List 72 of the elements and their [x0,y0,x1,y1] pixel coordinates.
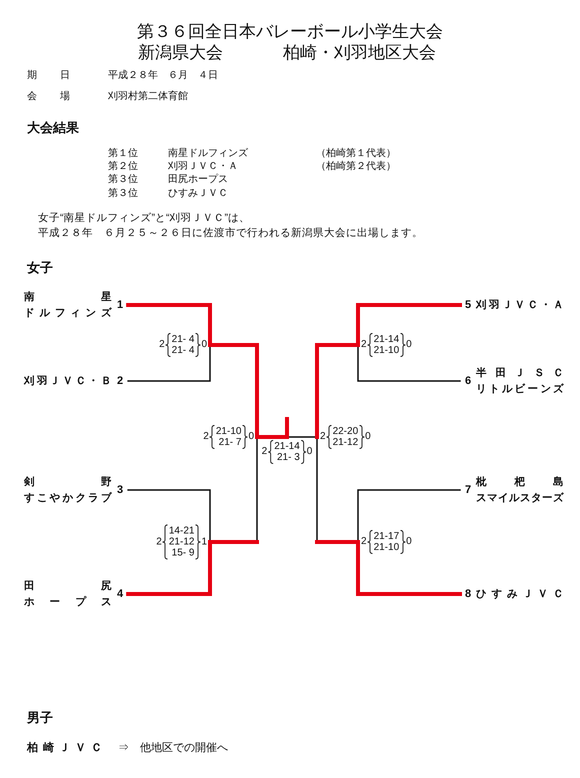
team-name: ひすみＪＶＣ [476,587,564,602]
team-name: 南星ドルフィンズ [168,148,248,160]
qualification-note: （柏崎第１代表） [316,148,396,160]
field-value: 刈羽村第二体育館 [108,91,188,104]
qualification-note: （柏崎第２代表） [316,161,396,174]
field-label: 期日 [27,70,70,82]
team-name: 半田ＪＳＣリトルビーンズ [476,366,564,397]
set-count: 2 [262,446,268,458]
set-count: 0 [406,339,412,351]
set-count: 0 [365,431,371,443]
set-score: 21-12 [332,437,358,448]
title: 第３６回全日本バレーボール小学生大会 [137,21,443,42]
seed-number: 1 [117,298,124,312]
rank-label: 第３位 [108,174,138,186]
set-score: 21-10 [374,345,400,356]
subtitle: 新潟県大会 [138,42,223,64]
set-count: 0 [248,431,254,443]
section-heading: 女子 [27,260,53,276]
set-score: 21-10 [216,426,242,437]
set-count: 2 [320,431,326,443]
set-score: 14-21 [168,526,194,536]
rank-label: 第３位 [108,188,138,200]
team-name: 刈羽ＪＶＣ・Ａ [168,161,238,174]
result-note: 柏崎ＪＶＣ ⇒ 他地区での開催へ [27,742,228,756]
team-name: 田尻ホープス [168,174,228,186]
set-score: 21-17 [374,531,400,542]
notice-text: 女子“南星ドルフィンズ”と“刈羽ＪＶＣ”は、平成２８年 ６月２５～２６日に佐渡市で行われる新潟県大会に出場します。 [38,211,423,241]
rank-label: 第１位 [108,148,138,160]
set-score: 21- 7 [218,437,242,448]
set-count: 0 [406,536,412,548]
bracket-line [127,344,211,382]
seed-number: 6 [465,374,472,388]
set-count: 2 [361,536,367,548]
set-count: 2 [361,339,367,351]
set-score: 22-20 [332,426,358,437]
bracket-line [357,489,461,543]
set-count: 0 [201,339,207,351]
set-score: 21-10 [374,542,400,553]
set-score: 21-14 [374,334,400,345]
set-score: 21- 4 [172,345,194,356]
seed-number: 2 [117,374,124,388]
bracket-line [357,344,461,382]
seed-number: 4 [117,587,124,601]
set-count: 2 [159,339,165,351]
seed-number: 5 [465,298,472,312]
seed-number: 8 [465,587,472,601]
set-count: 1 [201,536,207,548]
set-count: 2 [203,431,209,443]
set-count: 2 [156,536,162,548]
seed-number: 3 [117,483,124,497]
set-score: 21- 4 [172,334,194,345]
team-name: 刈羽ＪＶＣ・Ｂ [24,374,112,389]
seed-number: 7 [465,483,472,497]
field-label: 会場 [27,91,70,104]
team-name: 刈羽ＪＶＣ・Ａ [476,298,564,313]
field-value: 平成２８年 ６月 ４日 [108,70,218,82]
set-score: 21- 3 [277,452,300,463]
bracket-line [127,489,211,543]
rank-label: 第２位 [108,161,138,174]
set-score: 21-12 [168,536,194,548]
section-heading: 男子 [27,710,53,726]
team-name: 剣野すこやかクラブ [24,475,112,506]
subtitle: 柏崎・刈羽地区大会 [283,42,436,64]
team-name: 田尻ホープス [24,579,112,610]
team-name: 南星ドルフィンズ [24,290,112,321]
set-count: 0 [306,446,312,458]
bracket-line [286,436,318,438]
set-score: 15- 9 [172,548,194,558]
team-name: 枇杷島スマイルスターズ [476,475,564,506]
section-heading: 大会結果 [27,120,79,136]
set-score: 21-14 [274,441,300,452]
team-name: ひすみＪＶＣ [168,188,228,200]
